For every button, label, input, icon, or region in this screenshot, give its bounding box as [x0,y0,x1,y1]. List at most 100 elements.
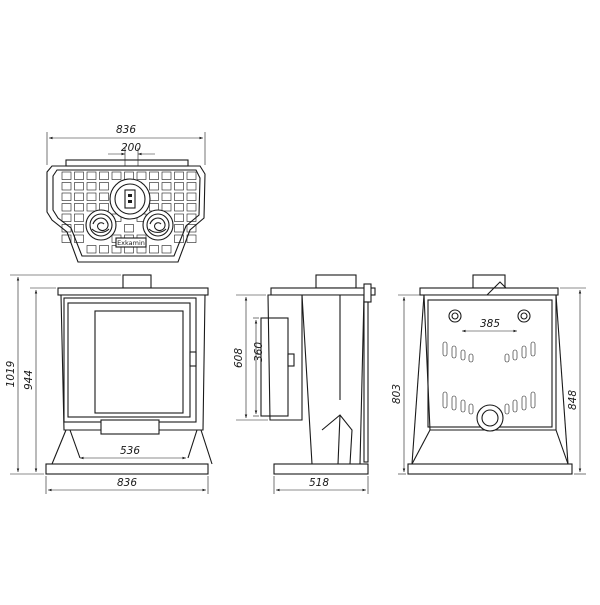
grate-cell [161,245,172,254]
side-top-plate [270,287,376,296]
left-connection [448,309,462,323]
vent-slot [442,341,448,357]
front-base [45,463,209,475]
vent-slot [460,399,466,413]
vent-slot [460,349,466,361]
grate-cell [111,171,122,180]
grate-cell [61,234,72,243]
body-height-label: 944 [23,370,35,390]
grate-cell [99,182,109,191]
vent-slot [512,349,518,361]
grate-cell [99,192,109,201]
grate-cell [74,192,84,201]
grate-cell [74,234,84,243]
flue-spacing-label: 200 [121,142,141,154]
grate-cell [149,171,159,180]
grate-cell [61,171,72,180]
grate-cell [186,213,197,222]
door-height-label: 608 [233,348,245,368]
right-connection [517,309,531,323]
grate-cell [74,182,84,191]
grate-cell [86,182,97,191]
side-glass [260,317,289,417]
vent-slot [530,341,536,357]
vent-slot [504,353,510,363]
grate-cell [61,182,72,191]
front-top-plate [57,287,209,296]
vent-slot [521,395,527,411]
right-rosette [142,209,174,241]
side-door [267,294,303,421]
grate-cell [86,245,97,254]
grate-cell [186,182,197,191]
grate-cell [174,213,184,222]
vent-slot [504,403,510,415]
ash-drawer [100,419,160,435]
grate-cell [161,182,172,191]
grate-cell [186,234,197,243]
connection-spacing-label: 385 [480,318,500,330]
grate-cell [61,203,72,212]
glass-height-label: 360 [253,342,265,362]
vent-slot [530,391,536,409]
vent-slot [442,391,448,409]
front-flue-pipe [122,274,152,289]
grate-cell [99,171,109,180]
grate-cell [161,203,172,212]
outlet-height-label: 803 [391,384,403,404]
rear-vent-slots [442,341,536,415]
rear-view: 385 803 848 [391,274,586,475]
grate-cell [86,203,97,212]
vent-slot [451,345,457,359]
vent-slot [468,403,474,415]
vent-slot [451,395,457,411]
grate-cell [86,192,97,201]
side-view: 608 360 518 [233,274,376,494]
top-width-label: 836 [116,124,136,136]
grate-cell [61,213,72,222]
brand-text: Exkamin [117,239,145,247]
grate-cell [186,224,197,233]
grate-cell [186,192,197,201]
top-view: 836 200 Exkamin [46,124,206,263]
grate-cell [74,213,84,222]
front-view: 536 836 1019 944 [5,274,213,494]
grate-cell [74,203,84,212]
grate-cell [174,171,184,180]
grate-cell [174,234,184,243]
grate-cell [174,182,184,191]
grate-cell [74,171,84,180]
grate-cell [186,171,197,180]
grate-cell [124,224,134,233]
vent-slot [468,353,474,363]
base-width-label: 836 [117,477,137,489]
vent-slot [521,345,527,359]
rear-overall-height-label: 848 [567,390,579,410]
overall-height-label: 1019 [5,360,17,387]
left-rosette [85,209,117,241]
grate-cell [136,171,147,180]
grate-cell [174,224,184,233]
grate-cell [149,245,159,254]
rear-base [407,463,573,475]
front-body [60,294,206,431]
vent-slot [512,399,518,413]
grate-cell [186,203,197,212]
grate-cell [161,171,172,180]
side-flue-pipe [315,274,357,289]
grate-cell [86,171,97,180]
door-handle [189,351,197,367]
grate-cell [161,192,172,201]
side-body [301,294,365,465]
front-glass [94,310,184,414]
rear-outlet [476,404,504,432]
grate-cell [174,192,184,201]
grate-cell [74,224,84,233]
grate-cell [61,224,72,233]
door-width-label: 536 [120,445,140,457]
grate-cell [99,245,109,254]
side-base [273,463,369,475]
top-grate-grid [61,171,197,254]
